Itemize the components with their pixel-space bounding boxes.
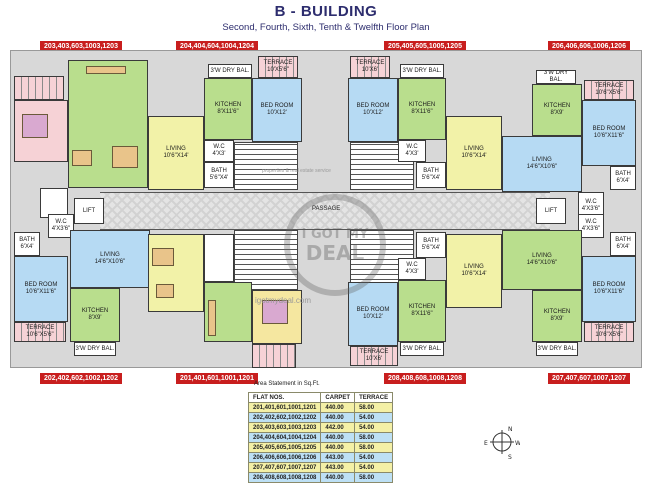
page-title: B - BUILDING: [274, 3, 378, 20]
flat-201-dining-table: [156, 284, 174, 298]
flat-203-kitchen-living: [68, 60, 148, 188]
area-table-header-carpet: CARPET: [320, 392, 356, 403]
flat-203-dining-table: [72, 150, 92, 166]
flat-tag-bottom-4: 207,407,607,1007,1207: [548, 373, 630, 384]
area-table: FLAT NOS. CARPET TERRACE 201,401,601,100…: [247, 392, 394, 483]
flat-207-dry-balcony: 3'W DRY BAL.: [536, 342, 578, 356]
flat-206-dry-balcony: 3'W DRY BAL.: [536, 70, 576, 84]
compass-icon: N S W E: [484, 426, 520, 460]
compass-e: E: [484, 440, 488, 447]
watermark-logo: I GOT MY DEAL: [284, 194, 386, 296]
flat-201-bed-furniture: [262, 300, 288, 324]
flat-201-kitchen-counter: [208, 300, 216, 336]
area-table-header-terrace: TERRACE: [354, 392, 394, 403]
flat-202-dry-balcony: 3'W DRY BAL.: [74, 342, 116, 356]
watermark-line2: DEAL: [306, 241, 365, 265]
flat-203-bed-furniture: [22, 114, 48, 138]
flat-201-sofa: [152, 248, 174, 266]
lift-right: LIFT: [536, 198, 566, 224]
staircase-lower-left: [234, 230, 298, 290]
flat-tag-top-3: 205,405,605,1005,1205: [384, 41, 466, 52]
flat-208-dry-balcony: 3'W DRY BAL.: [400, 342, 444, 356]
compass-n: N: [508, 426, 513, 433]
flat-tag-top-4: 206,406,606,1006,1206: [548, 41, 630, 52]
page-subtitle: Second, Fourth, Sixth, Tenth & Twelfth F…: [222, 22, 430, 33]
flat-tag-bottom-2: 201,401,601,1001,1201: [176, 373, 258, 384]
passage: [100, 192, 550, 230]
flat-204-dry-balcony: 3'W DRY BAL.: [208, 64, 252, 78]
watermark-url: igotmydeal.com: [255, 296, 312, 305]
passage-label: PASSAGE: [312, 206, 341, 212]
watermark-arc: properties & real estate service: [262, 168, 331, 174]
flat-201-terrace: [252, 344, 296, 368]
area-table-caption: Area Statement in Sq.Ft.: [254, 381, 320, 387]
flat-203-kitchen-counter: [86, 66, 126, 74]
flat-tag-bottom-3: 208,408,608,1008,1208: [384, 373, 466, 384]
lift-left: LIFT: [74, 198, 104, 224]
watermark-line1: I GOT MY: [302, 227, 369, 242]
compass-s: S: [508, 454, 512, 460]
staircase-upper-left: [234, 142, 298, 190]
area-table-header-flat: FLAT NOS.: [247, 392, 322, 403]
flat-201-wc-bath: [204, 234, 234, 282]
flat-tag-top-1: 203,403,603,1003,1203: [40, 41, 122, 52]
flat-201-living: [148, 234, 204, 312]
flat-tag-top-2: 204,404,604,1004,1204: [176, 41, 258, 52]
flat-203-sofa: [112, 146, 138, 168]
compass-w: W: [515, 440, 520, 447]
flat-203-terrace: [14, 76, 64, 100]
flat-tag-bottom-1: 202,402,602,1002,1202: [40, 373, 122, 384]
flat-205-dry-balcony: 3'W DRY BAL.: [400, 64, 444, 78]
